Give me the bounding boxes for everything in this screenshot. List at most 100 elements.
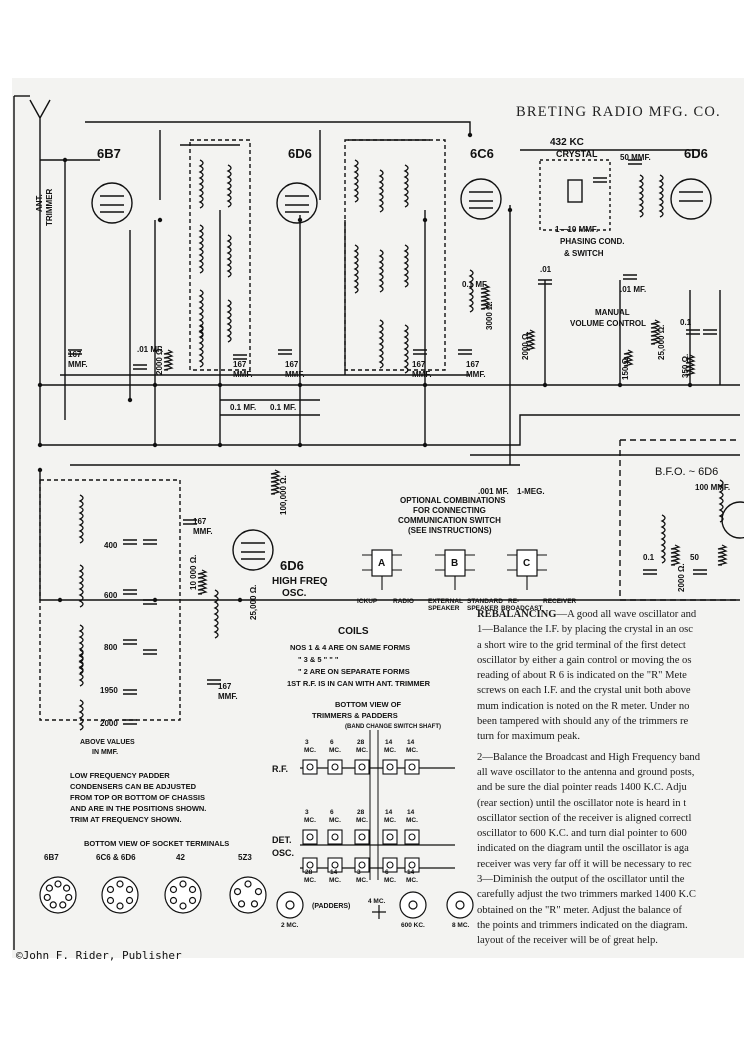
res-150: 150 Ω. <box>621 356 630 380</box>
hfosc-label-1: HIGH FREQ <box>272 576 328 587</box>
sw-ext: EXTERNAL <box>428 598 463 605</box>
padder-4mc-symbol <box>372 905 386 919</box>
socket-label-3: 42 <box>176 853 185 862</box>
inductor-coil-12 <box>403 244 409 288</box>
socket-pin-1-4 <box>106 896 115 905</box>
inductor-coil-16 <box>638 174 644 218</box>
sw-pickup: ICKUP <box>357 598 378 605</box>
lfp-5: TRIM AT FREQUENCY SHOWN. <box>70 815 182 824</box>
row-rf: R.F. <box>272 764 288 774</box>
cap-01mf-b: .01 MF. <box>620 285 646 294</box>
cap-100mmf: 100 MMF. <box>695 483 730 492</box>
manual-vc-2: VOLUME CONTROL <box>570 319 646 328</box>
trimmer-label-det-0-value: 3 <box>305 809 309 816</box>
coils-line-3: " 2 ARE ON SEPARATE FORMS <box>298 667 410 676</box>
text-line-14: oscillator to 600 K.C. and turn dial poi… <box>477 828 687 840</box>
optional-1: OPTIONAL COMBINATIONS <box>400 496 506 505</box>
trimmer-label-rf-1-unit: MC. <box>329 747 341 754</box>
capacitor-0 <box>68 349 82 355</box>
cap-01mf-d: 0.1 MF. <box>270 403 296 412</box>
rebalancing-heading-line: REBALANCING—A good all wave oscillator a… <box>477 607 744 622</box>
capacitor-3 <box>278 349 292 355</box>
socket-pin-0-2 <box>65 893 73 902</box>
resistor-7 <box>197 569 208 595</box>
inductor-coil-18 <box>718 479 724 523</box>
text-line-20: the points and trimmers indicated on the… <box>477 919 688 931</box>
capacitor-7 <box>623 274 637 280</box>
capacitor-1 <box>133 364 147 370</box>
inductor-coil-21 <box>78 564 84 608</box>
coil-box-lower <box>39 479 181 721</box>
manual-vc-1: MANUAL <box>595 308 630 317</box>
inductor-coil-2 <box>198 224 204 274</box>
trimmer-screw-det-2 <box>358 833 366 841</box>
hfosc-label-2: OSC. <box>282 588 307 599</box>
trimmer-label-det-1-unit: MC. <box>329 817 341 824</box>
socket-pin-3-3 <box>237 900 246 908</box>
capacitor-14 <box>123 639 137 645</box>
trimmer-label-rf-2-value: 28 <box>357 739 365 746</box>
inductor-coil-15 <box>468 269 474 313</box>
sw-speaker2: SPEAKER <box>467 605 499 612</box>
if-can-1 <box>189 139 251 371</box>
padder-600: 600 <box>104 591 118 600</box>
junction-dot-17 <box>57 597 63 603</box>
mmf-f: MMF. <box>193 527 213 536</box>
above-values-1: ABOVE VALUES <box>80 739 135 746</box>
junction-dot-7 <box>297 382 303 388</box>
junction-dot-1 <box>297 217 303 223</box>
inductor-coil-19 <box>660 514 666 564</box>
inductor-coil-10 <box>353 244 359 294</box>
optional-2: FOR CONNECTING <box>413 506 486 515</box>
socket-pin-0-0 <box>54 880 62 888</box>
trimmer-screw-osc-3 <box>386 861 394 869</box>
cap-01mf-c: 0.1 MF. <box>230 403 256 412</box>
trimmer-screw-rf-2 <box>358 763 366 771</box>
socket-pin-2-5 <box>169 885 178 894</box>
inductor-coil-23 <box>78 649 84 687</box>
junction-dot-9 <box>542 382 548 388</box>
junction-dot-5 <box>152 382 158 388</box>
text-line-4: reading of about R 6 is indicated on the… <box>477 670 687 682</box>
trimmer-label-osc-1-unit: MC. <box>329 877 341 884</box>
trimmer-label-rf-1-value: 6 <box>330 739 334 746</box>
freq-2mc: 2 MC. <box>281 922 299 929</box>
cap-01-bfo: 0.1 <box>643 553 655 562</box>
mmf-167-g: 167 <box>218 682 232 691</box>
trimmer-label-rf-4-unit: MC. <box>406 747 418 754</box>
socket-pin-2-1 <box>188 885 197 894</box>
trimmer-label-osc-4-value: 14 <box>407 869 415 876</box>
socket-pin-0-4 <box>49 901 57 909</box>
lfp-3: FROM TOP OR BOTTOM OF CHASSIS <box>70 793 205 802</box>
socket-pin-1-5 <box>106 885 115 894</box>
freq-8mc: 8 MC. <box>452 922 470 929</box>
inductor-coil-7 <box>353 159 359 203</box>
trimmer-label-osc-0-value: 28 <box>305 869 313 876</box>
text-line-13: oscillator section of the receiver is al… <box>477 812 692 824</box>
coils-line-2: " 3 & 5 " " " <box>298 655 339 664</box>
trimmer-label-det-2-unit: MC. <box>356 817 368 824</box>
sw-radio: RADIO <box>393 598 414 605</box>
text-line-11: and be sure the dial pointer reads 1400 … <box>477 782 687 794</box>
trimmer-screw-det-3 <box>386 833 394 841</box>
resistor-3 <box>650 319 661 345</box>
resistor-9 <box>717 544 728 566</box>
junction-dot-14 <box>217 442 223 448</box>
tube-6c6 <box>460 178 502 220</box>
inductor-coil-14 <box>403 324 409 374</box>
resistor-2 <box>525 329 536 351</box>
capacitor-11 <box>207 679 221 685</box>
junction-dot-6 <box>217 382 223 388</box>
trimmer-label-osc-4-unit: MC. <box>406 877 418 884</box>
text-line-12: (rear section) until the oscillator note… <box>477 797 687 809</box>
socket-pin-2-0 <box>179 880 187 888</box>
junction-dot-16 <box>422 442 428 448</box>
junction-dot-12 <box>37 442 43 448</box>
capacitor-5 <box>458 349 472 355</box>
text-line-0: —A good all wave oscillator and <box>556 609 697 620</box>
resistor-4 <box>623 349 634 367</box>
trimmer-label-det-3-value: 14 <box>385 809 393 816</box>
trimmer-label-det-1-value: 6 <box>330 809 334 816</box>
tube-6d6-1 <box>276 182 318 224</box>
cap-50mmf: 50 MMF. <box>620 153 651 162</box>
